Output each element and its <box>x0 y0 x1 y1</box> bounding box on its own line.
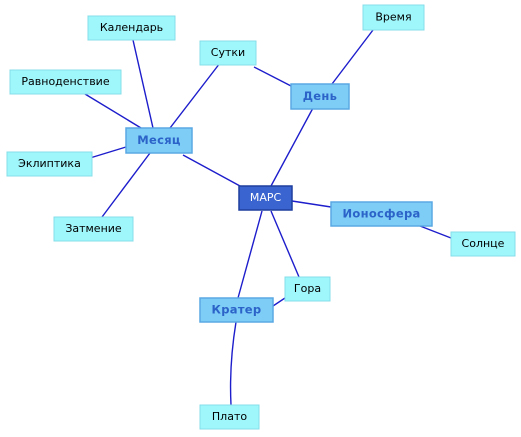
leaf-node-ecliptic-label: Эклиптика <box>18 157 81 170</box>
leaf-node-equinox-label: Равноденствие <box>21 75 109 88</box>
edge-center-crater <box>237 210 263 299</box>
leaf-node-sun-label: Солнце <box>462 237 505 250</box>
leaf-node-sol: Сутки <box>199 40 257 66</box>
edge-month-ecliptic <box>89 146 127 159</box>
edge-crater-plateau <box>229 321 237 406</box>
hub-node-day: День <box>290 83 350 110</box>
edge-crater-mountain <box>272 297 286 307</box>
leaf-node-eclipse-label: Затмение <box>65 222 122 235</box>
edge-month-eclipse <box>101 152 151 218</box>
leaf-node-eclipse: Затмение <box>53 216 134 242</box>
leaf-node-time-label: Время <box>375 11 411 24</box>
edge-day-sol <box>253 66 294 88</box>
center-node-mars: МАРС <box>238 185 293 211</box>
leaf-node-mountain-label: Гора <box>294 282 321 295</box>
edge-month-sol <box>169 62 221 129</box>
center-node-label: МАРС <box>250 191 282 204</box>
hub-node-crater: Кратер <box>199 297 274 323</box>
edge-center-mountain <box>270 210 300 278</box>
edge-center-day <box>270 107 314 187</box>
leaf-node-sol-label: Сутки <box>211 46 245 59</box>
leaf-node-calendar: Календарь <box>87 15 176 41</box>
leaf-node-equinox: Равноденствие <box>9 69 122 95</box>
leaf-node-time: Время <box>362 4 425 31</box>
hub-node-month-label: Месяц <box>137 133 181 147</box>
leaf-node-plateau-label: Плато <box>212 410 247 423</box>
leaf-node-ecliptic: Эклиптика <box>6 151 93 177</box>
leaf-node-plateau: Плато <box>199 404 260 430</box>
hub-node-ionosphere: Ионосфера <box>330 201 433 227</box>
hub-node-month: Месяц <box>125 127 193 154</box>
edge-day-time <box>331 29 374 85</box>
edge-ionosphere-sun <box>419 225 452 239</box>
connector-lines <box>84 29 452 406</box>
leaf-node-calendar-label: Календарь <box>100 21 163 34</box>
hub-node-day-label: День <box>303 89 337 103</box>
edge-month-equinox <box>84 93 142 129</box>
hub-node-crater-label: Кратер <box>212 303 262 317</box>
leaf-node-sun: Солнце <box>450 231 516 257</box>
leaf-node-mountain: Гора <box>284 276 331 302</box>
edge-month-calendar <box>132 39 154 129</box>
edge-center-month <box>182 154 241 187</box>
edge-center-ionosphere <box>291 200 332 208</box>
hub-node-ionosphere-label: Ионосфера <box>342 207 420 221</box>
